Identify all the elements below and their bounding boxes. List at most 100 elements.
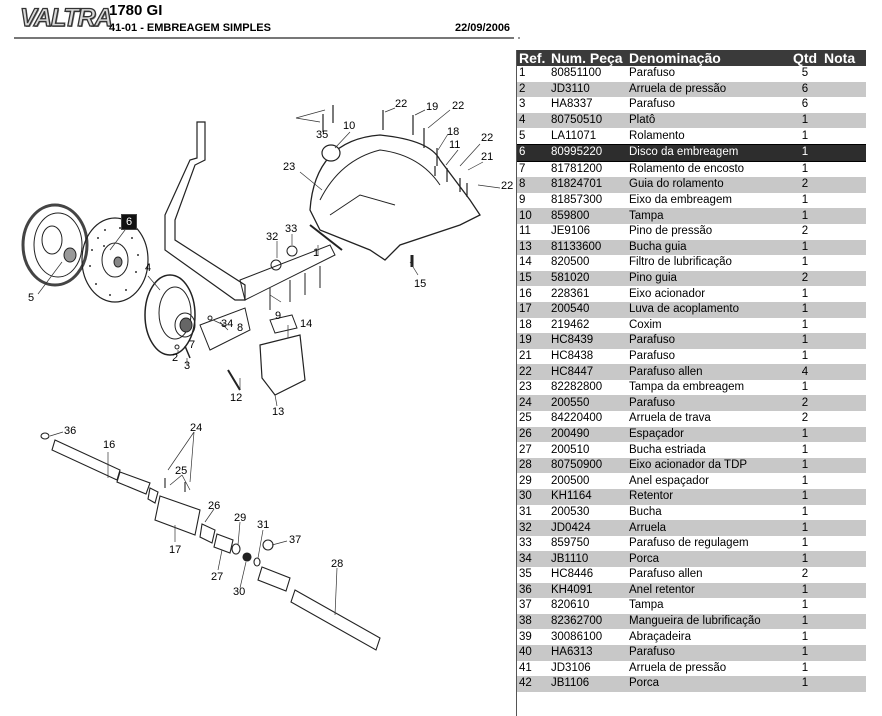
cell-description: Tampa da embreagem (629, 381, 745, 394)
cell-note (822, 426, 866, 443)
cell-description: Arruela de pressão (629, 661, 727, 674)
column-header-qty: Qtd (788, 50, 822, 66)
cell-qty: 1 (801, 349, 809, 362)
cell-note (822, 143, 866, 162)
cell-ref: 21 (519, 349, 532, 362)
parts-table-header: Ref. Num. Peça Denominação Qtd Nota (517, 50, 866, 66)
cell-description: Parafuso allen (629, 568, 703, 581)
cell-part-number: 30086100 (551, 630, 603, 643)
cell-note (822, 112, 866, 129)
section-title: 41-01 - EMBREAGEM SIMPLES (109, 22, 271, 34)
cell-description: Luva de acoplamento (627, 301, 788, 318)
callout-34: 34 (221, 318, 234, 330)
cell-part-number: 820500 (551, 256, 590, 269)
cell-description: Anel espaçador (629, 474, 709, 487)
cell-ref: 26 (517, 426, 549, 443)
cell-note (822, 333, 866, 349)
column-header-note: Nota (822, 50, 866, 66)
cell-qty: 1 (801, 630, 809, 643)
table-tail (517, 692, 866, 716)
cell-part-number: HA8337 (551, 98, 593, 111)
cell-note (822, 536, 866, 552)
cell-ref: 38 (517, 613, 549, 630)
cell-ref: 35 (519, 568, 532, 581)
cell-ref: 22 (517, 364, 549, 380)
cell-qty: 2 (788, 177, 822, 193)
cell-part-number: 200490 (549, 426, 627, 443)
cell-note (822, 270, 866, 287)
model-title: 1780 GI (109, 2, 163, 19)
cell-qty: 1 (801, 599, 809, 612)
cell-part-number: 581020 (549, 270, 627, 287)
cell-ref: 39 (519, 630, 532, 643)
cell-ref: 14 (519, 256, 532, 269)
callout-3: 3 (184, 360, 191, 372)
cell-qty: 6 (788, 81, 822, 98)
cell-ref: 6 (517, 143, 549, 162)
callout-14: 14 (300, 318, 313, 330)
cell-ref: 42 (517, 676, 549, 692)
callout-2: 2 (172, 352, 179, 364)
callout-23: 23 (283, 161, 296, 173)
callout-9: 9 (275, 310, 282, 322)
cell-description: Rolamento de encosto (629, 162, 745, 175)
cell-description: Pino de pressão (629, 225, 713, 238)
callout-6-selected[interactable]: 6 (121, 214, 138, 230)
cell-part-number: 859750 (551, 537, 590, 550)
cell-note (822, 489, 866, 505)
cell-part-number: 200540 (549, 301, 627, 318)
cell-qty: 1 (788, 551, 822, 567)
cell-ref: 19 (517, 333, 549, 349)
cell-description: Coxim (629, 318, 662, 331)
column-header-ref: Ref. (517, 50, 549, 66)
column-header-description: Denominação (627, 50, 788, 66)
cell-part-number: KH4091 (549, 582, 627, 599)
cell-note (822, 661, 866, 677)
cell-ref: 7 (519, 162, 526, 175)
cell-qty: 1 (801, 381, 809, 394)
cell-ref: 30 (517, 489, 549, 505)
cell-qty: 1 (801, 318, 809, 331)
cell-qty: 6 (801, 98, 809, 111)
